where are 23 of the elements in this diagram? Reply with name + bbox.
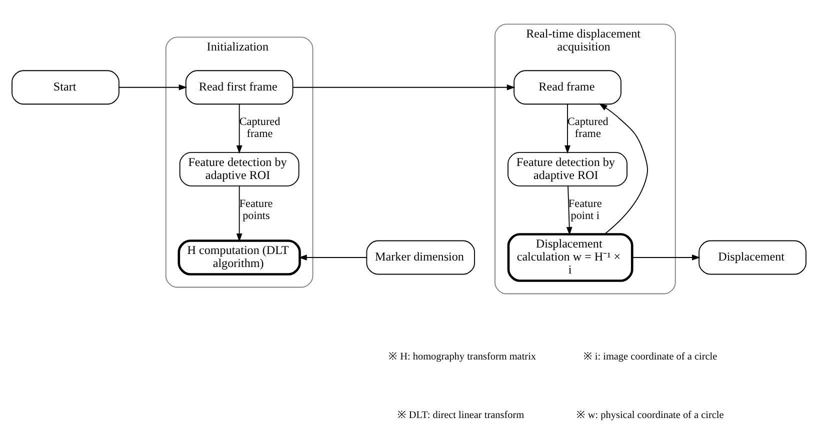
node-box: Read first frame [185, 70, 294, 104]
label: ※ DLT: direct linear transform [397, 410, 524, 421]
node-box: Marker dimension [366, 240, 475, 274]
arrow [598, 102, 648, 234]
arrow [292, 84, 516, 90]
edge-label: Captured frame [568, 116, 608, 140]
label: ※ w: physical coordinate of a circle [576, 410, 724, 421]
node-box: Start [12, 70, 120, 104]
arrow [236, 185, 242, 242]
node-box: Feature detection by adaptive ROI [179, 151, 300, 186]
arrow [564, 104, 570, 154]
arrow [118, 84, 188, 90]
node-box: Feature detection by adaptive ROI [508, 151, 628, 186]
arrow [566, 185, 572, 235]
arrow [298, 254, 368, 260]
node-box: H computation (DLT algorithm) [178, 239, 301, 275]
arrow [236, 104, 242, 154]
node-box: Read frame [514, 70, 622, 104]
label: ※ i: image coordinate of a circle [583, 351, 718, 362]
node-box: Displacement [698, 240, 806, 274]
arrow [632, 254, 700, 260]
label: ※ H: homography transform matrix [388, 351, 536, 362]
node-box: Displacement calculation w = H⁻¹ × i [507, 232, 634, 282]
